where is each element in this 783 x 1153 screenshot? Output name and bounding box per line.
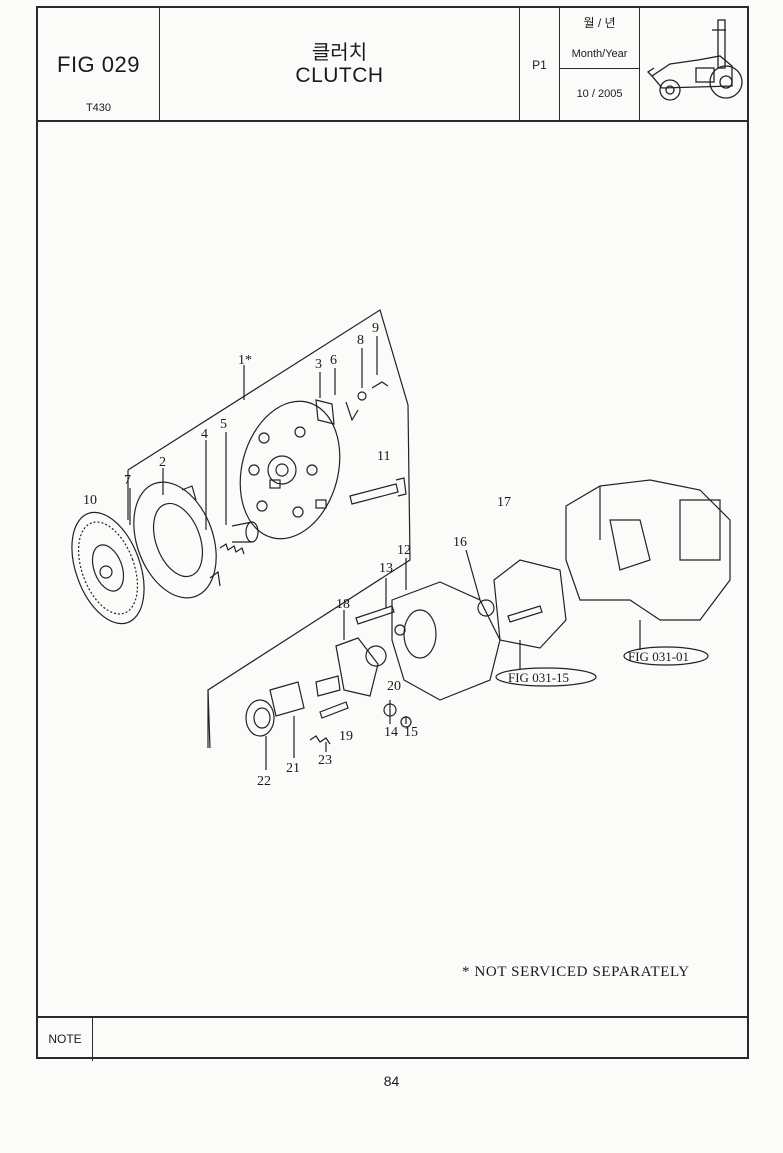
page-number: 84 bbox=[383, 1073, 400, 1089]
date-divider bbox=[560, 68, 639, 69]
note-label: NOTE bbox=[38, 1018, 93, 1061]
part-number-labels: 1* 2 3 4 5 6 7 8 9 10 11 12 13 14 15 16 … bbox=[83, 321, 689, 789]
model-label: T430 bbox=[85, 102, 112, 114]
page-code: P1 bbox=[532, 58, 547, 72]
clutch-cover bbox=[391, 581, 501, 701]
part-number: 21 bbox=[286, 761, 300, 776]
part-number: 20 bbox=[387, 679, 401, 694]
part-number: 4 bbox=[201, 427, 208, 442]
title-cell: 클러치 CLUTCH bbox=[160, 8, 520, 120]
spring-part bbox=[219, 543, 245, 555]
part-number: 10 bbox=[83, 493, 97, 508]
transmission-housing bbox=[565, 479, 731, 650]
bolt-13 bbox=[355, 605, 395, 625]
part-number: 9 bbox=[372, 321, 379, 336]
tractor-cell bbox=[640, 8, 749, 120]
part-number: 19 bbox=[339, 729, 353, 744]
fig-cell: FIG 029 T430 bbox=[38, 8, 160, 120]
title-korean: 클러치 bbox=[311, 42, 368, 64]
bolt-19 bbox=[319, 701, 349, 719]
release-sleeve bbox=[269, 681, 305, 717]
part-number: 3 bbox=[315, 357, 322, 372]
date-cell: 월 / 년 Month/Year 10 / 2005 bbox=[560, 8, 640, 120]
bracket-part bbox=[315, 399, 335, 425]
part-number: 8 bbox=[357, 333, 364, 348]
o-ring-part bbox=[477, 599, 495, 617]
note-row: NOTE bbox=[38, 1016, 747, 1061]
part-number: 12 bbox=[397, 543, 411, 558]
part-number: 11 bbox=[377, 449, 390, 464]
part-number: 7 bbox=[124, 473, 131, 488]
footnote: * NOT SERVICED SEPARATELY bbox=[462, 964, 690, 980]
part-number: 6 bbox=[330, 353, 337, 368]
page-frame: FIG 029 T430 클러치 CLUTCH P1 월 / 년 Month/Y… bbox=[36, 6, 749, 1061]
part-number: 5 bbox=[220, 417, 227, 432]
part-number: 23 bbox=[318, 753, 332, 768]
fig-label: FIG 029 bbox=[57, 52, 140, 77]
part-number: 1* bbox=[238, 353, 252, 368]
part-number: 14 bbox=[384, 725, 398, 740]
part-number: 16 bbox=[453, 535, 467, 550]
part-number: 22 bbox=[257, 774, 271, 789]
tractor-icon bbox=[646, 19, 743, 101]
gasket-part bbox=[493, 559, 567, 649]
title-block: FIG 029 T430 클러치 CLUTCH P1 월 / 년 Month/Y… bbox=[38, 8, 747, 122]
part-number: 2 bbox=[159, 455, 166, 470]
title-english: CLUTCH bbox=[295, 64, 384, 87]
date-korean: 월 / 년 bbox=[583, 16, 616, 30]
group-outline bbox=[127, 309, 411, 749]
part-number: 17 bbox=[497, 495, 511, 510]
bushing-part bbox=[231, 521, 259, 543]
bearing-carrier bbox=[335, 637, 379, 697]
date-label: Month/Year bbox=[571, 48, 628, 60]
clutch-disc bbox=[71, 511, 145, 625]
pressure-plate bbox=[133, 481, 221, 599]
part-number: 13 bbox=[379, 561, 393, 576]
page-code-cell: P1 bbox=[520, 8, 560, 120]
stud-part bbox=[507, 605, 543, 623]
fig-ref-031-01: FIG 031-01 bbox=[628, 649, 689, 664]
spring-23 bbox=[309, 735, 331, 745]
part-number: 15 bbox=[404, 725, 418, 740]
cotter-pin-part bbox=[371, 381, 389, 389]
drive-plate bbox=[239, 400, 341, 540]
bolt-11 bbox=[349, 477, 407, 505]
gasket-20 bbox=[365, 645, 387, 667]
washer-part bbox=[357, 391, 367, 401]
release-bearing bbox=[245, 699, 275, 737]
part-number: 18 bbox=[336, 597, 350, 612]
date-value: 10 / 2005 bbox=[576, 88, 623, 100]
fig-ref-031-15: FIG 031-15 bbox=[508, 670, 569, 685]
spring-clip-part bbox=[345, 401, 359, 422]
